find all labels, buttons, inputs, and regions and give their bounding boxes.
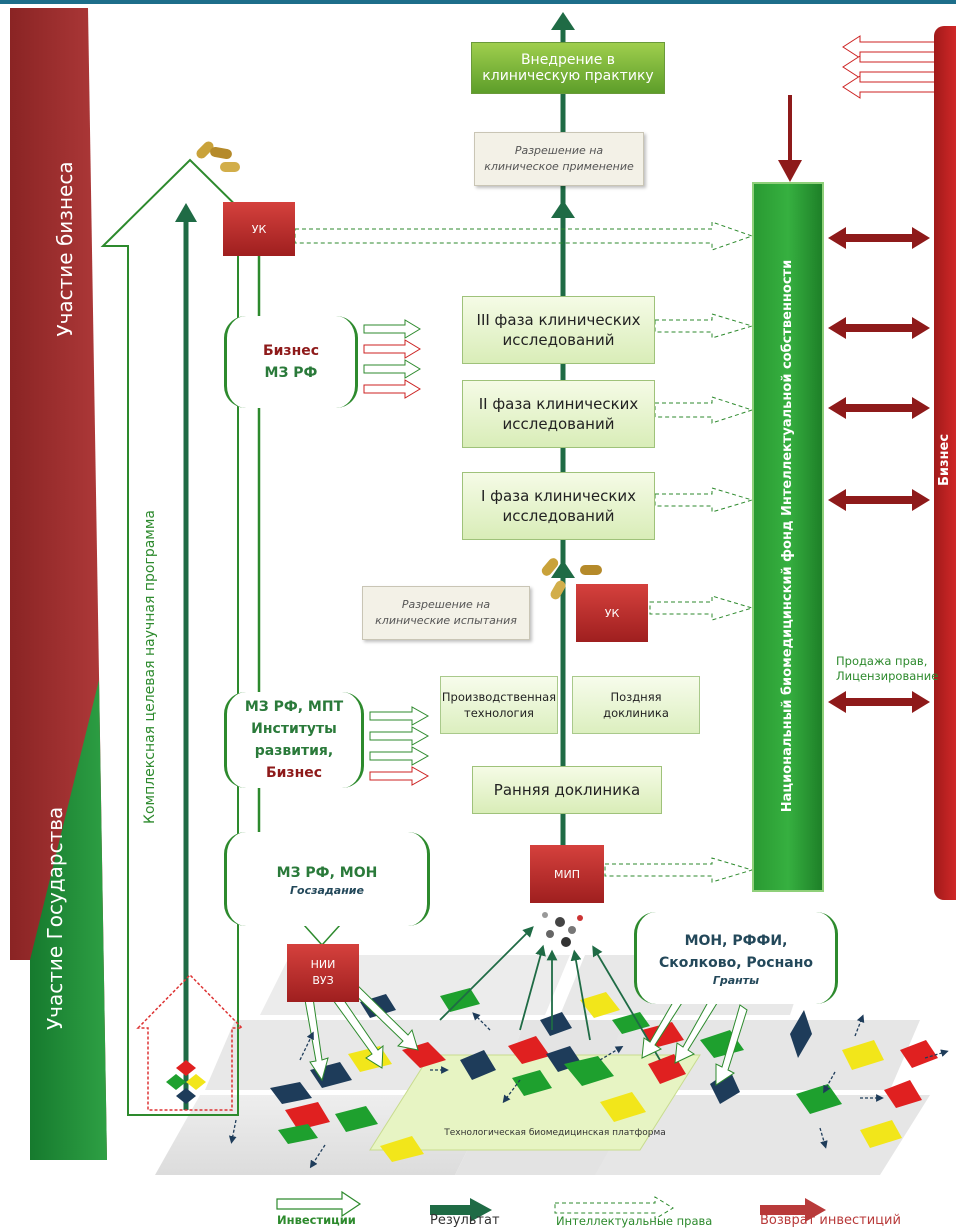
phase-1-box: I фаза клинических исследований [462, 472, 655, 540]
sale-rights-label: Продажа прав, Лицензирование [836, 654, 939, 683]
legend-ip-label: Интеллектуальные права [556, 1214, 713, 1228]
clinical-practice-box: Внедрение в клиническую практику [471, 42, 665, 94]
gov-task-line1: МЗ РФ, МОН [276, 864, 378, 881]
business-mz-line2: МЗ РФ [264, 365, 318, 381]
state-band [30, 680, 107, 1160]
grants-line3: Гранты [712, 973, 760, 987]
phase-3-box: III фаза клинических исследований [462, 296, 655, 364]
late-preclinic-box: Поздняя доклиника [572, 676, 700, 734]
investment-arrows-mid [369, 706, 430, 786]
production-technology-box: Производственная технология [440, 676, 558, 734]
uk-top-box: УК [223, 202, 295, 256]
gov-task-line2: Госзадание [290, 883, 364, 897]
capsules-mid-icon [541, 558, 602, 600]
grants-line1: МОН, РФФИ, [684, 932, 788, 949]
early-preclinic-box: Ранняя доклиника [472, 766, 662, 814]
ip-fund-label: Национальный биомедицинский фонд Интелле… [780, 259, 795, 813]
institutions-line4: Бизнес [265, 765, 323, 781]
house-icon [136, 973, 244, 1111]
institutions-line3: развития, [254, 743, 334, 759]
clinical-trials-permission-note: Разрешение на клинические испытания [362, 586, 530, 640]
fund-business-arrows [828, 227, 930, 713]
institutions-line2: Институты [251, 721, 337, 737]
molecule-icon [542, 912, 583, 947]
ip-fund-column [752, 182, 824, 892]
investment-arrows-top [363, 319, 421, 399]
state-participation-label: Участие Государства [43, 806, 67, 1030]
capsules-top-icon [196, 141, 240, 172]
legend-result-label: Результат [430, 1213, 500, 1228]
gov-task-bracket: МЗ РФ, МОН Госзадание [224, 832, 430, 926]
business-bar [934, 26, 956, 900]
business-mz-line1: Бизнес [262, 343, 320, 359]
legend-graphics [276, 1190, 826, 1222]
platform-label: Технологическая биомедицинская платформа [444, 1128, 666, 1138]
return-inbound-arrows [842, 35, 936, 99]
grant-platform-arrows [641, 989, 748, 1086]
legend-ip-arrow [554, 1196, 674, 1220]
uk-mid-box: УК [576, 584, 648, 642]
legend-return-label: Возврат инвестиций [760, 1213, 901, 1228]
platform-diamonds [270, 988, 938, 1162]
business-bar-label: Бизнес [937, 433, 952, 487]
legend-result-arrow [430, 1198, 492, 1222]
grants-bracket: МОН, РФФИ, Сколково, Роснано Гранты [634, 912, 838, 1004]
program-label: Комплексная целевая научная программа [140, 502, 160, 832]
institutions-line1: МЗ РФ, МПТ [244, 699, 344, 715]
nii-platform-arrows [304, 979, 419, 1082]
top-line [0, 0, 956, 4]
nii-vuz-box: НИИ ВУЗ [287, 944, 359, 1002]
business-participation-label: Участие бизнеса [53, 161, 77, 337]
phase-2-box: II фаза клинических исследований [462, 380, 655, 448]
legend-return-arrow [760, 1198, 826, 1222]
business-mz-bracket: Бизнес МЗ РФ [224, 316, 358, 408]
clinical-use-permission-note: Разрешение на клиническое применение [474, 132, 644, 186]
grants-line2: Сколково, Роснано [658, 954, 814, 971]
institutions-bracket: МЗ РФ, МПТ Институты развития, Бизнес [224, 692, 364, 788]
program-arrow [100, 158, 280, 1116]
mip-box: МИП [530, 845, 604, 903]
legend-investments-arrow [276, 1190, 362, 1218]
result-arrowhead-top [551, 12, 575, 30]
legend-investments-label: Инвестиции [277, 1213, 356, 1227]
ip-rights-links [294, 221, 754, 883]
